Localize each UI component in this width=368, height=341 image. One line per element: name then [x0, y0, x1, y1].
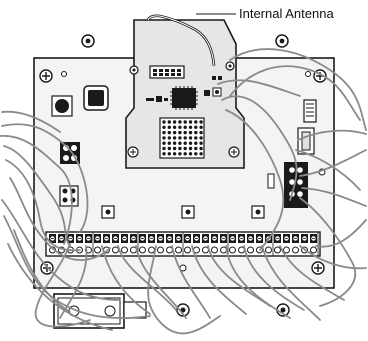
jumper-component — [267, 173, 275, 189]
board-screw-top-left — [39, 69, 53, 83]
battery-terminal-block — [59, 185, 79, 207]
mounting-hole — [305, 71, 311, 77]
module-screw-bottom-right — [228, 146, 240, 158]
tactile-switch — [181, 205, 195, 219]
inductor-component — [83, 85, 109, 111]
top-right-mounting-screw — [275, 34, 289, 48]
module-screw-top-left — [129, 65, 139, 75]
round-button-left — [51, 95, 73, 117]
fuse-holder — [297, 127, 315, 155]
wiring-harness — [0, 48, 367, 335]
antenna-callout-label: Internal Antenna — [239, 6, 334, 21]
module-screw-bottom-left — [127, 146, 139, 158]
smd-components — [146, 76, 222, 102]
tactile-switch — [251, 205, 265, 219]
right-connector-header — [303, 99, 317, 123]
zone-terminal-strip — [45, 231, 321, 257]
microcontroller-chip — [170, 86, 198, 110]
module-screw-top-right — [225, 61, 235, 71]
module-pin-header — [149, 65, 185, 79]
top-left-mounting-screw — [81, 34, 95, 48]
board-screw-bottom-right — [311, 261, 325, 275]
component-array — [159, 117, 205, 159]
mounting-hole — [61, 71, 67, 77]
tactile-switch — [101, 205, 115, 219]
